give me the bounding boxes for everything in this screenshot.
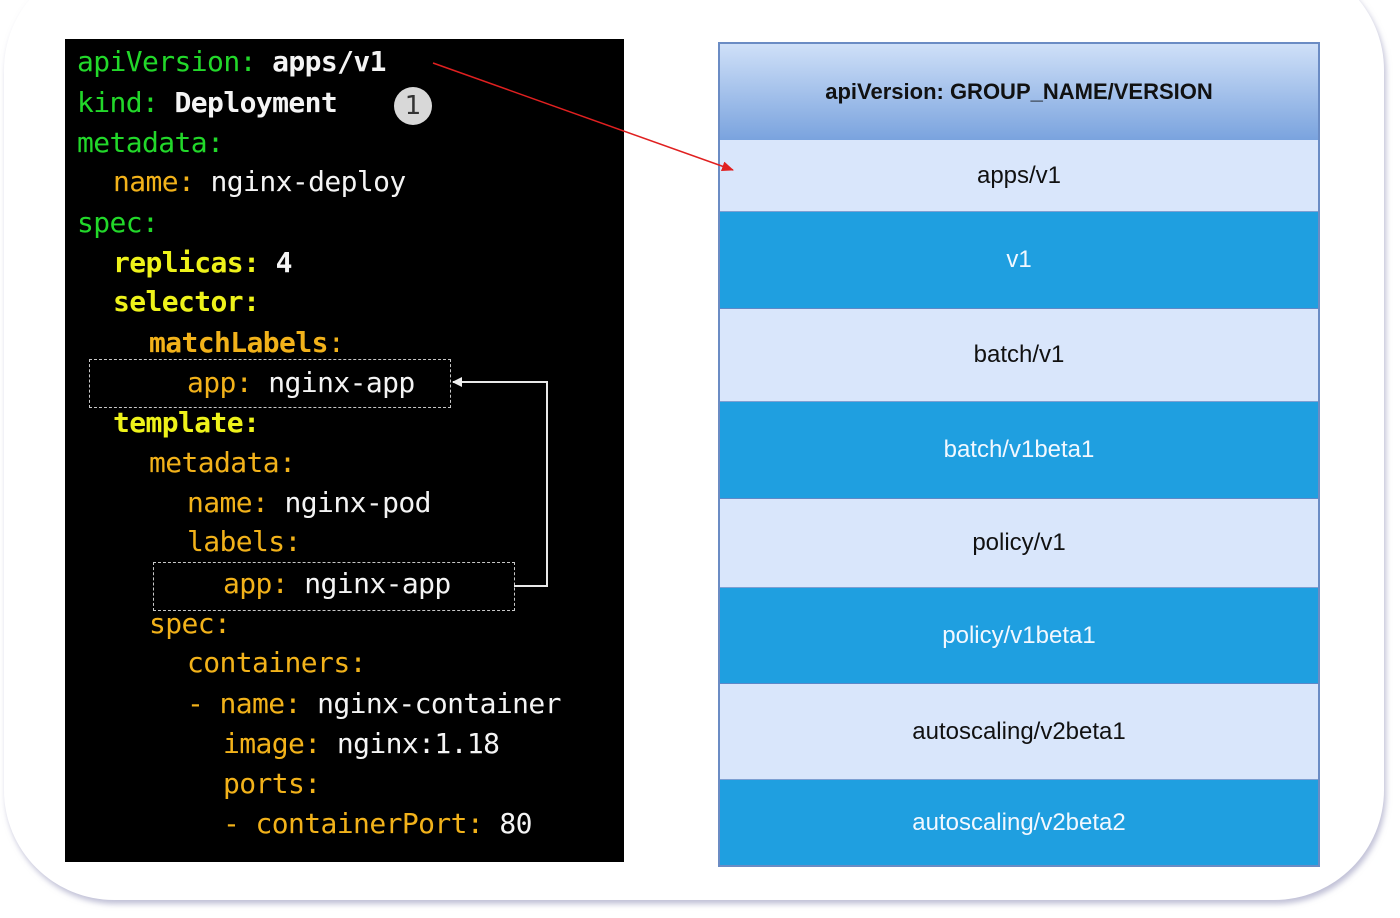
yaml-line-name: name: nginx-deploy: [113, 165, 406, 198]
yaml-line-selector-app: app: nginx-app: [187, 366, 415, 399]
api-row-autoscaling-v2beta1: autoscaling/v2beta1: [720, 684, 1318, 780]
yaml-line-metadata: metadata:: [77, 126, 224, 159]
api-row-policy-v1: policy/v1: [720, 499, 1318, 588]
yaml-line-labels: labels:: [187, 525, 301, 558]
apiversion-mapping-arrow: [432, 62, 734, 172]
yaml-line-containerport: - containerPort: 80: [223, 807, 532, 840]
step-number-badge: 1: [394, 87, 432, 125]
yaml-line-template-metadata: metadata:: [149, 446, 296, 479]
api-row-autoscaling-v2beta2: autoscaling/v2beta2: [720, 780, 1318, 865]
api-row-apps-v1: apps/v1: [720, 140, 1318, 212]
api-version-table: apiVersion: GROUP_NAME/VERSION apps/v1 v…: [718, 42, 1320, 867]
label-match-connector-arrow: [452, 377, 548, 587]
selector-label-highlight-box: [89, 359, 451, 408]
yaml-line-pod-spec: spec:: [149, 607, 231, 640]
yaml-line-pod-name: name: nginx-pod: [187, 486, 431, 519]
yaml-line-selector: selector:: [113, 285, 260, 318]
yaml-code-panel: apiVersion: apps/v1 kind: Deployment met…: [65, 39, 624, 862]
yaml-line-template: template:: [113, 406, 260, 439]
api-row-v1: v1: [720, 212, 1318, 309]
yaml-line-containers: containers:: [187, 646, 366, 679]
yaml-line-kind: kind: Deployment: [77, 86, 338, 119]
yaml-line-spec: spec:: [77, 206, 159, 239]
api-table-header: apiVersion: GROUP_NAME/VERSION: [720, 44, 1318, 141]
yaml-line-container-name: - name: nginx-container: [187, 687, 562, 720]
yaml-line-replicas: replicas: 4: [113, 246, 292, 279]
yaml-line-apiversion: apiVersion: apps/v1: [77, 45, 387, 78]
yaml-line-image: image: nginx:1.18: [223, 727, 500, 760]
yaml-line-matchlabels: matchLabels:: [149, 326, 345, 359]
yaml-line-ports: ports:: [223, 767, 321, 800]
api-row-batch-v1: batch/v1: [720, 309, 1318, 402]
yaml-line-label-app: app: nginx-app: [223, 567, 451, 600]
api-row-batch-v1beta1: batch/v1beta1: [720, 402, 1318, 499]
api-row-policy-v1beta1: policy/v1beta1: [720, 588, 1318, 684]
